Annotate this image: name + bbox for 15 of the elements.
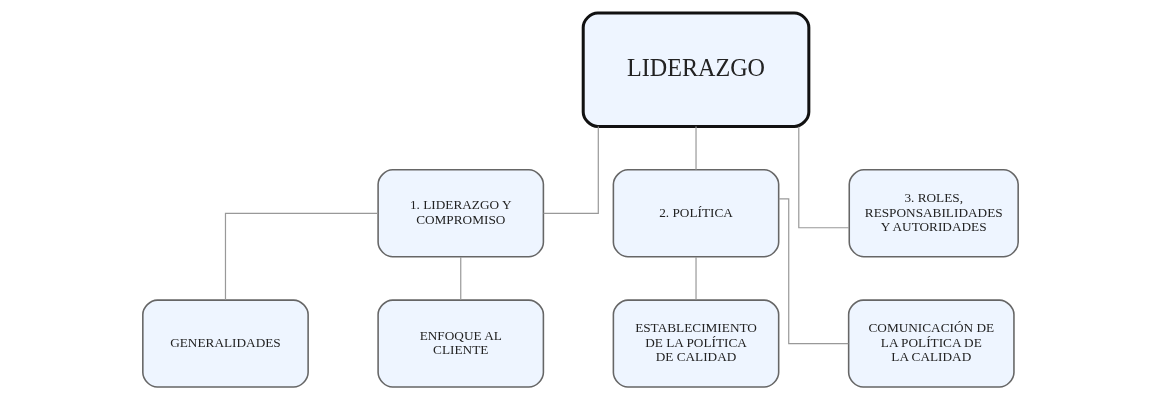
connector bbox=[460, 256, 462, 301]
connector bbox=[542, 125, 599, 214]
node-box: GENERALIDADES bbox=[142, 299, 309, 388]
connector bbox=[695, 125, 697, 171]
node-box: 1. LIDERAZGO Y COMPROMISO bbox=[377, 169, 545, 258]
node-box: 2. POLÍTICA bbox=[612, 169, 780, 258]
node-box: ENFOQUE AL CLIENTE bbox=[377, 299, 545, 388]
node-box: LIDERAZGO bbox=[581, 11, 811, 128]
connector bbox=[695, 256, 697, 301]
node-box: COMUNICACIÓN DE LA POLÍTICA DE LA CALIDAD bbox=[847, 299, 1015, 388]
connector bbox=[224, 212, 379, 301]
connector bbox=[778, 198, 849, 345]
node-box: ESTABLECIMIENTO DE LA POLÍTICA DE CALIDAD bbox=[612, 299, 780, 388]
connector bbox=[798, 126, 850, 229]
node-box: 3. ROLES, RESPONSABILIDADES Y AUTORIDADES bbox=[848, 169, 1019, 258]
